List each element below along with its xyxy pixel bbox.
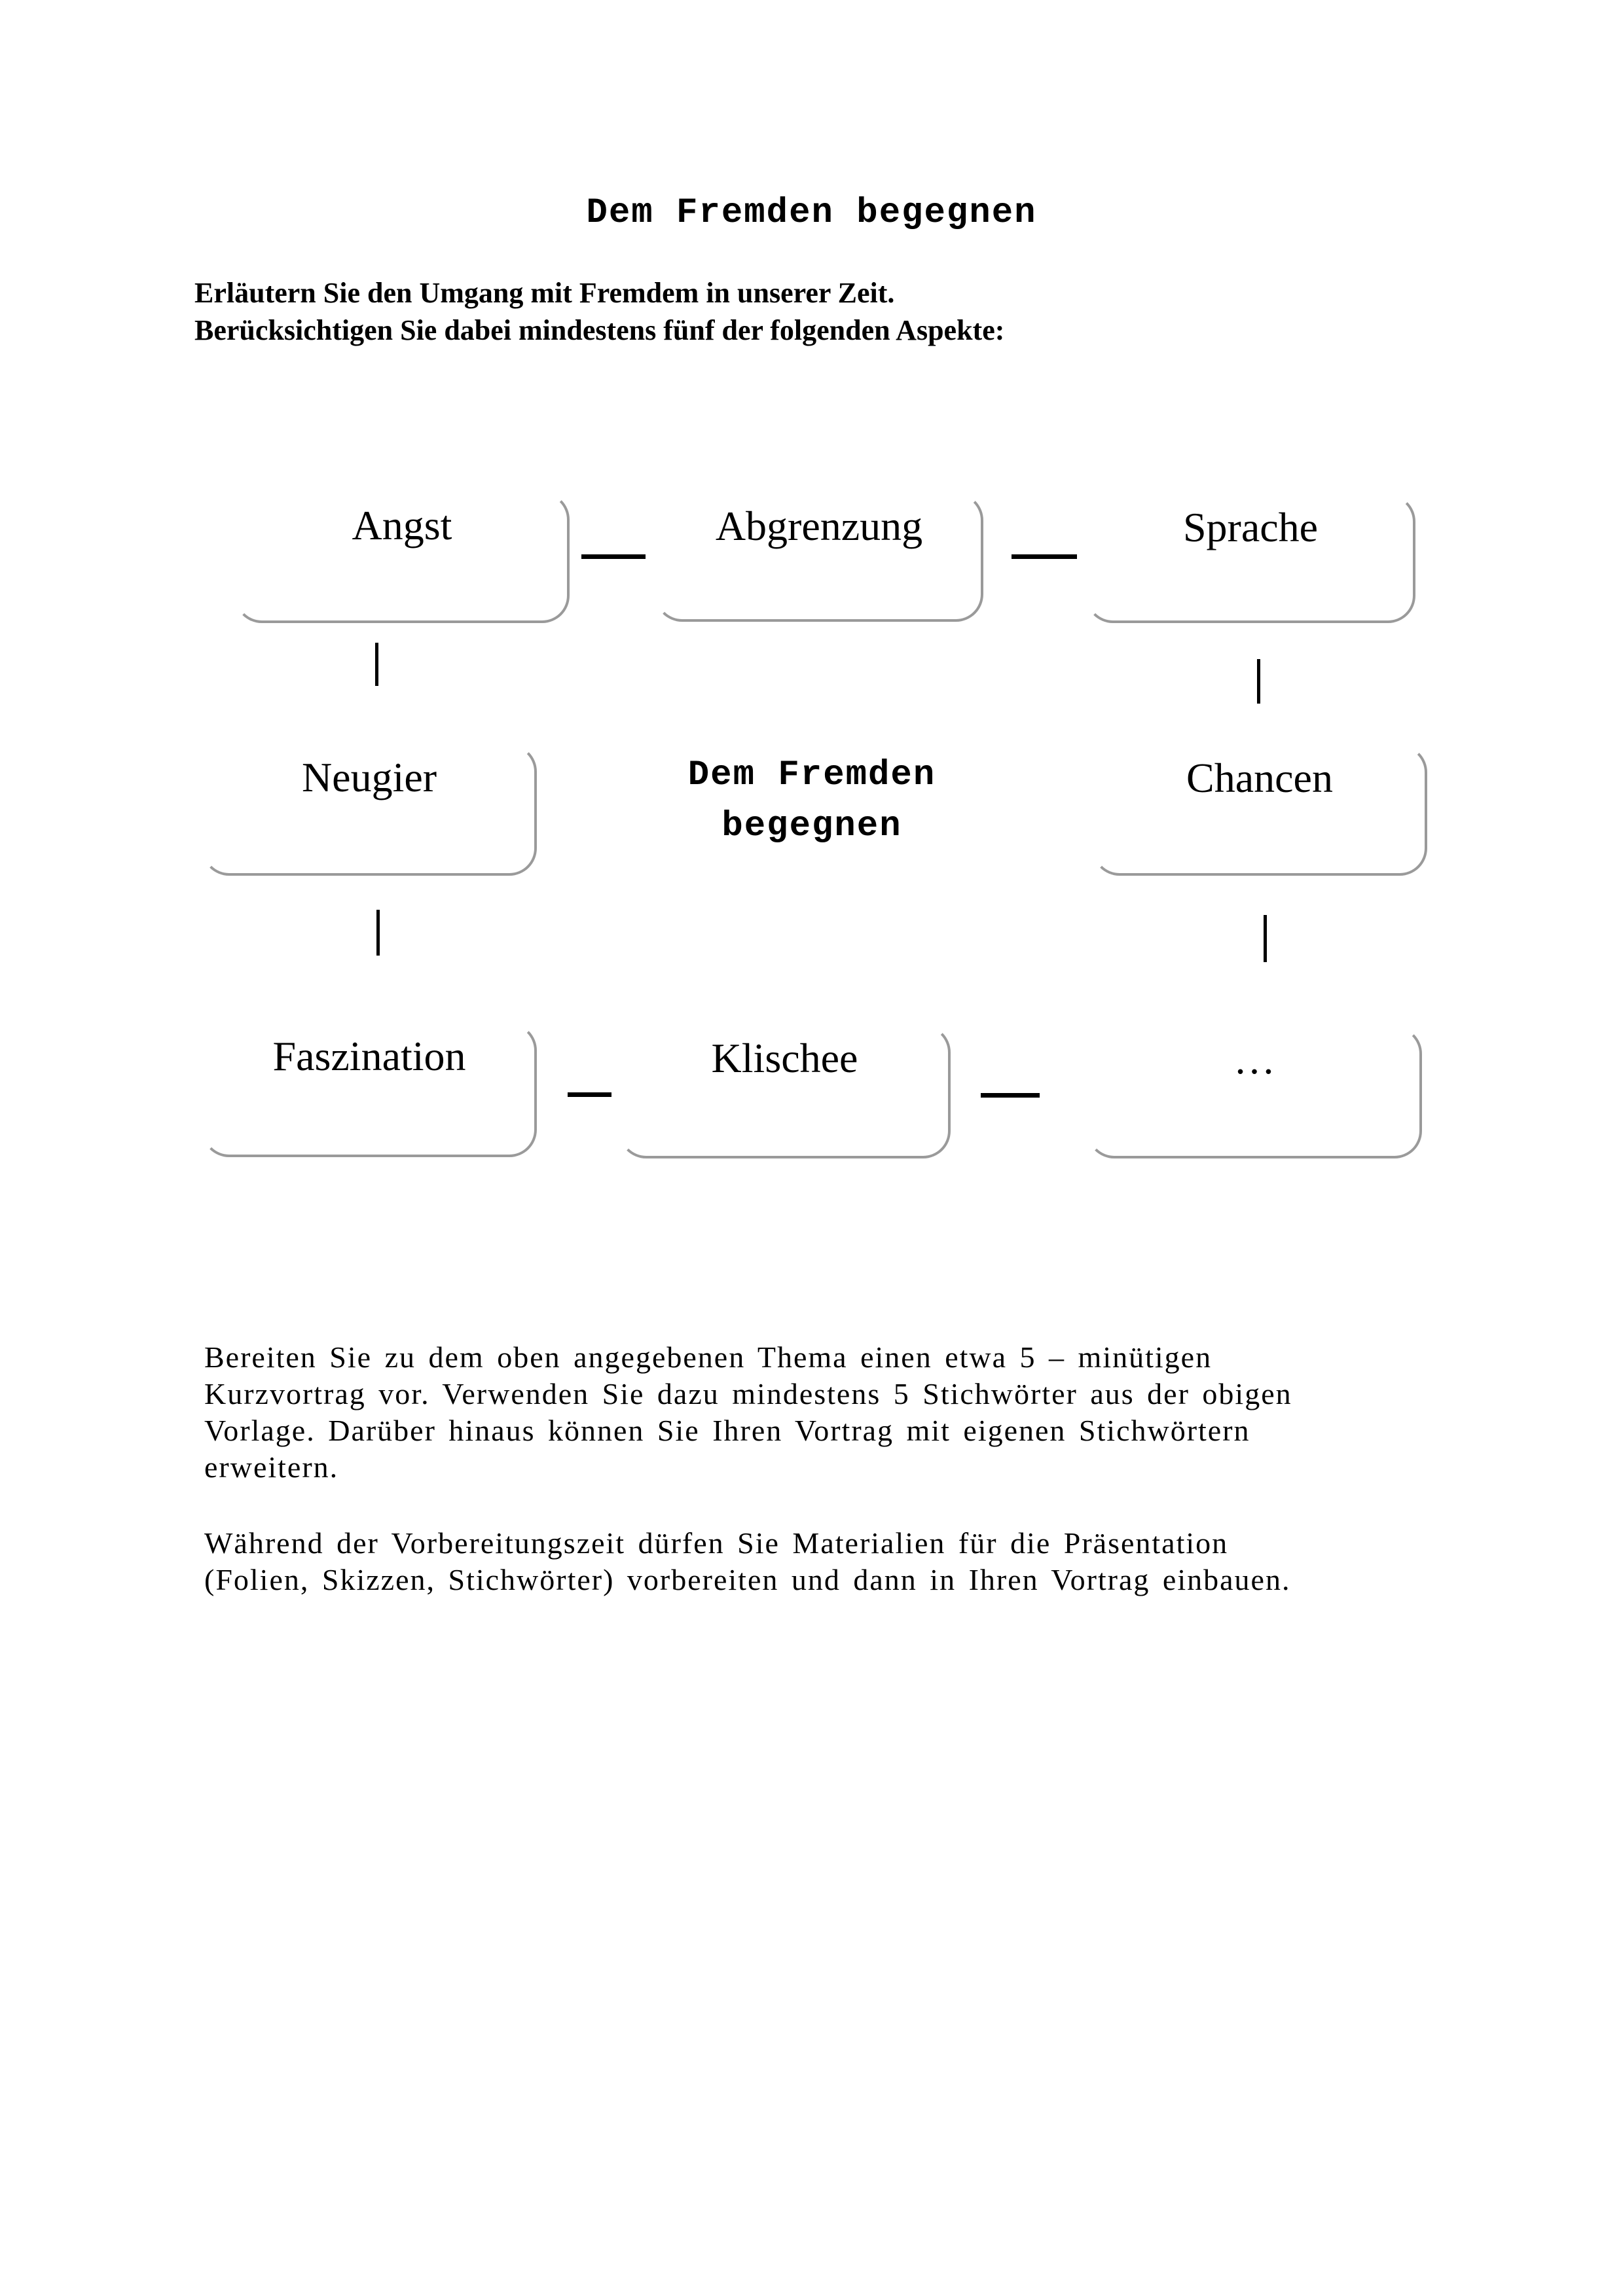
node-neugier: Neugier xyxy=(202,744,537,876)
connector-line-sprache-chancen xyxy=(1257,659,1260,704)
center-topic: Dem Fremden begegnen xyxy=(583,750,1041,852)
node-label: Faszination xyxy=(272,1033,466,1079)
center-topic-line-2: begegnen xyxy=(721,806,902,846)
node-abgrenzung: Abgrenzung xyxy=(655,493,983,622)
node-chancen: Chancen xyxy=(1092,745,1427,876)
node-label: Klischee xyxy=(711,1035,858,1081)
connector-dash-angst-abgrenzung xyxy=(581,554,646,559)
node-angst: Angst xyxy=(234,492,570,623)
instructions-block: Erläutern Sie den Umgang mit Fremdem in … xyxy=(194,274,1004,349)
paragraph-line: Bereiten Sie zu dem oben angegebenen The… xyxy=(204,1340,1213,1374)
paragraph-line: erweitern. xyxy=(204,1450,339,1484)
connector-dash-klischee-ellipsis xyxy=(981,1093,1040,1098)
node-label: Angst xyxy=(352,502,452,548)
task-paragraph-2: Während der Vorbereitungszeit dürfen Sie… xyxy=(204,1525,1290,1598)
node-label: Neugier xyxy=(301,754,437,800)
connector-dash-abgrenzung-sprache xyxy=(1012,554,1077,559)
instruction-line-2: Berücksichtigen Sie dabei mindestens fün… xyxy=(194,314,1005,346)
paragraph-line: Während der Vorbereitungszeit dürfen Sie… xyxy=(204,1526,1229,1560)
node-faszination: Faszination xyxy=(202,1023,537,1157)
node-label: Abgrenzung xyxy=(715,503,923,549)
node-label: Chancen xyxy=(1186,755,1333,801)
connector-line-chancen-ellipsis xyxy=(1264,915,1267,962)
paragraph-line: (Folien, Skizzen, Stichwörter) vorbereit… xyxy=(204,1563,1291,1596)
node-label: … xyxy=(1233,1036,1275,1083)
node-klischee: Klischee xyxy=(619,1025,951,1158)
paragraph-line: Vorlage. Darüber hinaus können Sie Ihren… xyxy=(204,1414,1250,1447)
node-label: Sprache xyxy=(1182,504,1319,550)
connector-dash-faszination-klischee xyxy=(568,1092,611,1097)
paragraph-line: Kurzvortrag vor. Verwenden Sie dazu mind… xyxy=(204,1377,1292,1410)
center-topic-line-1: Dem Fremden xyxy=(687,755,936,795)
connector-line-neugier-faszination xyxy=(376,910,380,956)
node-ellipsis: … xyxy=(1087,1026,1422,1158)
node-sprache: Sprache xyxy=(1085,494,1415,623)
connector-line-angst-neugier xyxy=(375,643,378,686)
document-title: Dem Fremden begegnen xyxy=(586,193,1037,233)
instruction-line-1: Erläutern Sie den Umgang mit Fremdem in … xyxy=(194,277,895,309)
task-paragraph-1: Bereiten Sie zu dem oben angegebenen The… xyxy=(204,1339,1292,1486)
